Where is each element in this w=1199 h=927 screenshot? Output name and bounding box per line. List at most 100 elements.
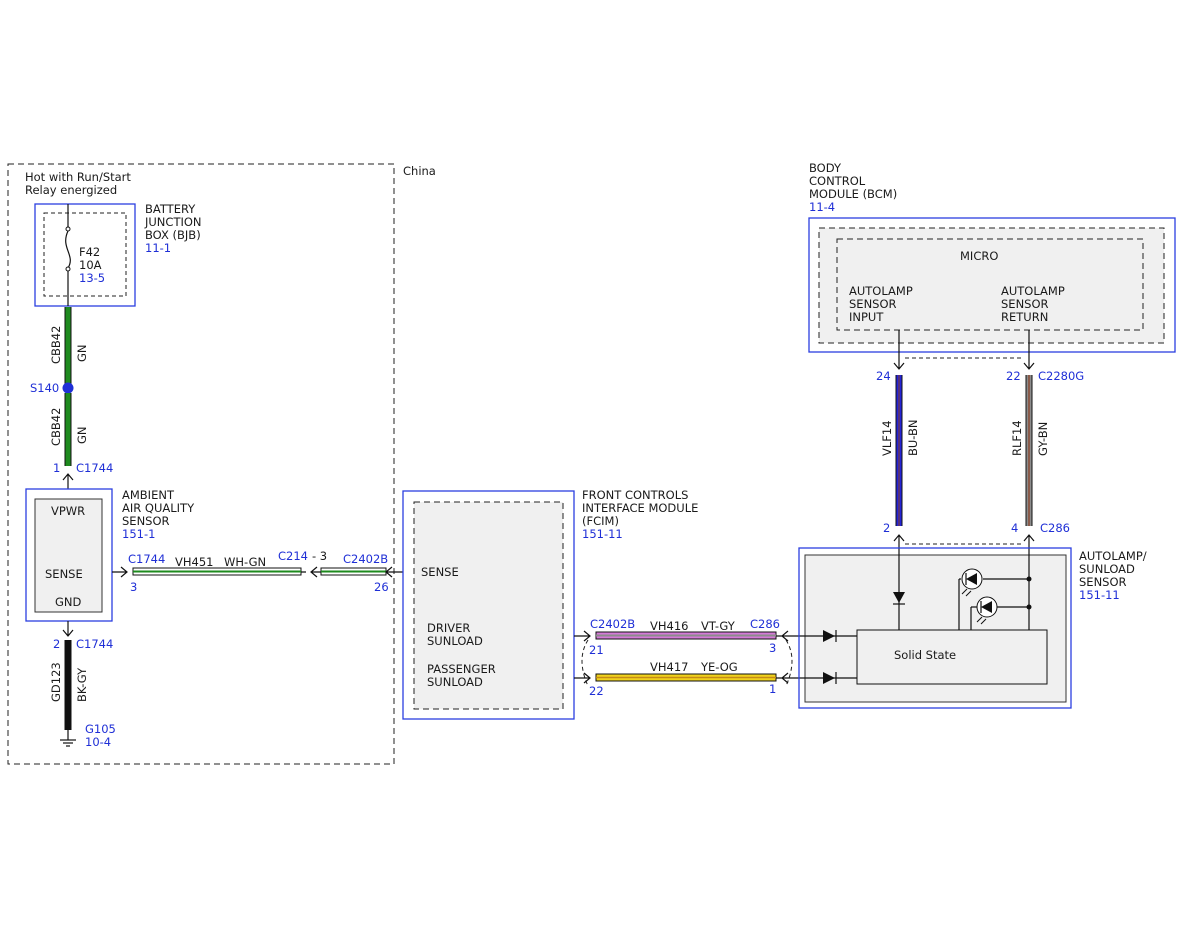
fcim-pass-line2: SUNLOAD bbox=[427, 675, 483, 689]
connector-arrow-down-icon bbox=[62, 621, 74, 637]
vh451-pin-mid: - 3 bbox=[312, 549, 327, 563]
c1744-top-pin: 1 bbox=[53, 461, 60, 475]
vlf14-pin-bottom: 2 bbox=[883, 521, 890, 535]
vh417-color: YE-OG bbox=[700, 660, 738, 674]
fuse-amp: 10A bbox=[79, 258, 102, 272]
fcim-module-box bbox=[402, 490, 575, 720]
bcm-module-box bbox=[808, 217, 1176, 353]
diode-icon bbox=[893, 592, 905, 603]
vh451-color: WH-GN bbox=[224, 555, 266, 569]
splice-id[interactable]: S140 bbox=[30, 381, 59, 395]
autolamp-module-box bbox=[798, 547, 1072, 709]
fcim-inner-box bbox=[413, 501, 564, 710]
connector-arrow-right-icon bbox=[574, 672, 591, 684]
c2402b-group-bracket bbox=[581, 639, 589, 687]
fuse-id: F42 bbox=[79, 245, 100, 259]
autolamp-label-line3: SENSOR bbox=[1079, 575, 1127, 589]
autolamp-label-line2: SUNLOAD bbox=[1079, 562, 1135, 576]
fuse-terminal-bottom bbox=[65, 266, 71, 272]
fcim-pass-line1: PASSENGER bbox=[427, 662, 496, 676]
bcm-return-line1: AUTOLAMP bbox=[1001, 284, 1065, 298]
bjb-module-box bbox=[34, 203, 136, 307]
c286-group-bracket bbox=[785, 639, 793, 687]
vh451-conn-mid[interactable]: C214 bbox=[278, 549, 308, 563]
wire-cbb42-upper-color: GN bbox=[75, 344, 89, 362]
connector-arrow-left-icon bbox=[385, 566, 403, 578]
autolamp-ref[interactable]: 151-11 bbox=[1079, 588, 1120, 602]
rlf14-pin-top: 22 bbox=[1006, 369, 1021, 383]
micro-box bbox=[836, 238, 1144, 331]
photodiode-icon bbox=[976, 596, 998, 625]
bjb-label-line2: JUNCTION bbox=[144, 215, 202, 229]
vh417-pin-left: 22 bbox=[589, 684, 604, 698]
connector-arrow-up-icon bbox=[1023, 534, 1035, 553]
bcm-input-line3: INPUT bbox=[849, 310, 884, 324]
splice-s140[interactable] bbox=[62, 382, 74, 394]
fcim-driver-line1: DRIVER bbox=[427, 621, 470, 635]
bcm-label-line1: BODY bbox=[809, 161, 842, 175]
c1744-bottom-pin: 2 bbox=[53, 637, 60, 651]
fcim-driver-line2: SUNLOAD bbox=[427, 634, 483, 648]
vh416-conn-right[interactable]: C286 bbox=[750, 617, 780, 631]
fcim-label-line1: FRONT CONTROLS bbox=[582, 488, 688, 502]
china-region-boundary bbox=[7, 163, 395, 765]
ground-id[interactable]: G105 bbox=[85, 722, 116, 736]
fuse-ref[interactable]: 13-5 bbox=[79, 271, 105, 285]
aqs-label-line3: SENSOR bbox=[122, 514, 170, 528]
vh416-pin-right: 3 bbox=[769, 641, 776, 655]
region-label: China bbox=[403, 164, 436, 178]
vh416-circuit: VH416 bbox=[650, 619, 688, 633]
bjb-ref[interactable]: 11-1 bbox=[145, 241, 171, 255]
vh451-conn-left[interactable]: C1744 bbox=[128, 552, 165, 566]
wire-cbb42-upper-circuit: CBB42 bbox=[49, 326, 63, 364]
connector-arrow-down-icon bbox=[1023, 352, 1035, 370]
rlf14-pin-bottom: 4 bbox=[1011, 521, 1018, 535]
wire-cbb42-lower-color: GN bbox=[75, 426, 89, 444]
fuse-terminal-top bbox=[65, 226, 71, 232]
rlf14-circuit: RLF14 bbox=[1010, 420, 1024, 456]
bcm-ref[interactable]: 11-4 bbox=[809, 200, 835, 214]
bjb-label-line1: BATTERY bbox=[145, 202, 196, 216]
fuse-icon bbox=[65, 230, 71, 269]
solid-state-box bbox=[856, 629, 1048, 685]
diode-icon bbox=[823, 630, 835, 642]
rlf14-conn-bottom[interactable]: C286 bbox=[1040, 521, 1070, 535]
aqs-inner-box bbox=[34, 498, 103, 613]
fcim-ref[interactable]: 151-11 bbox=[582, 527, 623, 541]
bjb-inner-dashed bbox=[43, 212, 127, 297]
rlf14-color: GY-BN bbox=[1036, 422, 1050, 456]
vh416-conn-left[interactable]: C2402B bbox=[590, 617, 635, 631]
autolamp-label-line1: AUTOLAMP/ bbox=[1079, 549, 1147, 563]
fcim-label-line3: (FCIM) bbox=[582, 514, 619, 528]
rlf14-conn-top[interactable]: C2280G bbox=[1038, 369, 1084, 383]
wire-gd123-circuit: GD123 bbox=[49, 662, 63, 702]
ground-ref[interactable]: 10-4 bbox=[85, 735, 111, 749]
connector-arrow-left-icon bbox=[776, 672, 800, 684]
connector-arrow-up-icon bbox=[893, 534, 905, 553]
micro-label: MICRO bbox=[960, 249, 998, 263]
c1744-top-connector[interactable]: C1744 bbox=[76, 461, 113, 475]
bcm-label-line2: CONTROL bbox=[809, 174, 866, 188]
diode-icon bbox=[823, 672, 835, 684]
bcm-return-line3: RETURN bbox=[1001, 310, 1048, 324]
vh451-conn-right[interactable]: C2402B bbox=[343, 552, 388, 566]
inline-connector-icon bbox=[301, 566, 321, 578]
connector-arrow-right-icon bbox=[574, 630, 591, 642]
vh417-circuit: VH417 bbox=[650, 660, 688, 674]
bcm-inner-box bbox=[818, 227, 1165, 344]
vlf14-circuit: VLF14 bbox=[880, 420, 894, 456]
c1744-bottom-connector[interactable]: C1744 bbox=[76, 637, 113, 651]
vh451-circuit: VH451 bbox=[175, 555, 213, 569]
vlf14-pin-top: 24 bbox=[876, 369, 891, 383]
aqs-sense: SENSE bbox=[45, 567, 83, 581]
aqs-gnd: GND bbox=[55, 595, 82, 609]
bcm-return-line2: SENSOR bbox=[1001, 297, 1049, 311]
solid-state-label: Solid State bbox=[894, 648, 956, 662]
connector-arrow-down-icon bbox=[893, 352, 905, 370]
bcm-input-line2: SENSOR bbox=[849, 297, 897, 311]
vlf14-color: BU-BN bbox=[906, 419, 920, 456]
aqs-ref[interactable]: 151-1 bbox=[122, 527, 155, 541]
aqs-label-line2: AIR QUALITY bbox=[122, 501, 195, 515]
aqs-label-line1: AMBIENT bbox=[122, 488, 175, 502]
